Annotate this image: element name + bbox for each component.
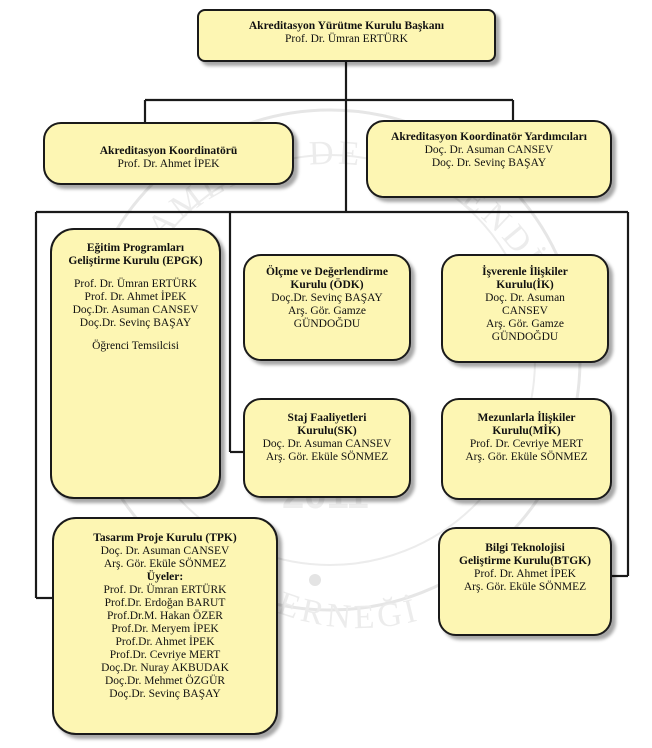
tpk-members-label: Üyeler: [146, 571, 184, 583]
epgk-member: Prof. Dr. Ahmet İPEK [84, 291, 187, 303]
epgk-member: Prof. Dr. Ümran ERTÜRK [74, 278, 197, 290]
mik-box: Mezunlarla İlişkiler Kurulu(MİK) Prof. D… [441, 398, 612, 500]
sk-title: Kurulu(SK) [297, 425, 357, 437]
epgk-box: Eğitim Programları Geliştirme Kurulu (EP… [50, 228, 221, 499]
epgk-member: Doç.Dr. Sevinç BAŞAY [79, 317, 192, 329]
btgk-member: Arş. Gör. Ekülе SÖNMEZ [463, 581, 587, 593]
epgk-student-rep: Öğrenci Temsilcisi [92, 340, 179, 352]
mik-title: Kurulu(MİK) [492, 425, 561, 437]
epgk-title: Eğitim Programları [86, 242, 185, 254]
odk-member: Arş. Gör. Gamze [288, 305, 366, 317]
odk-member: GÜNDOĞDU [293, 318, 361, 330]
btgk-box: Bilgi Teknolojisi Geliştirme Kurulu(BTGK… [438, 527, 612, 636]
btgk-title: Geliştirme Kurulu(BTGK) [459, 555, 591, 567]
sk-title: Staj Faaliyetleri [287, 412, 367, 424]
odk-box: Ölçme ve Değerlendirme Kurulu (ÖDK) Doç.… [243, 254, 411, 361]
tpk-other-member: Prof.Dr. Ahmet İPEK [115, 636, 215, 648]
tpk-member: Arş. Gör. Ekülе SÖNMEZ [103, 558, 227, 570]
tpk-box: Tasarım Proje Kurulu (TPK) Doç. Dr. Asum… [52, 517, 278, 735]
epgk-member: Doç.Dr. Asuman CANSEV [72, 304, 199, 316]
ik-member: CANSEV [501, 305, 548, 317]
assistant-coordinators-box: Akreditasyon Koordinatör Yardımcıları Do… [366, 120, 612, 198]
odk-title: Kurulu (ÖDK) [290, 279, 364, 291]
assistant-member: Doç. Dr. Asuman CANSEV [424, 144, 554, 156]
coordinator-member: Prof. Dr. Ahmet İPEK [117, 158, 220, 170]
tpk-other-member: Prof.Dr. Cevriye MERT [109, 649, 221, 661]
tpk-other-member: Prof.Dr. Erdoğan BARUT [104, 597, 226, 609]
btgk-member: Prof. Dr. Ahmet İPEK [474, 568, 576, 580]
tpk-member: Doç. Dr. Asuman CANSEV [100, 545, 230, 557]
ik-member: Arş. Gör. Gamze [486, 318, 564, 330]
mik-member: Arş. Gör. Ekülе SÖNMEZ [465, 451, 588, 463]
mik-title: Mezunlarla İlişkiler [477, 412, 576, 424]
tpk-other-member: Doç.Dr. Mehmet ÖZGÜR [104, 675, 226, 687]
odk-title: Ölçme ve Değerlendirme [266, 266, 388, 278]
tpk-other-member: Doç.Dr. Sevinç BAŞAY [109, 688, 221, 700]
tpk-other-member: Doç.Dr. Nuray AKBUDAK [101, 662, 229, 674]
mik-member: Prof. Dr. Cevriye MERT [469, 438, 584, 450]
tpk-other-member: Prof. Dr. Ümran ERTÜRK [103, 584, 227, 596]
board-chair-box: Akreditasyon Yürütme Kurulu Başkanı Prof… [197, 9, 496, 62]
epgk-title: Geliştirme Kurulu (EPGK) [68, 255, 203, 267]
assistant-member: Doç. Dr. Sevinç BAŞAY [431, 157, 547, 169]
board-chair-member: Prof. Dr. Ümran ERTÜRK [285, 33, 408, 45]
tpk-title: Tasarım Proje Kurulu (TPK) [93, 532, 237, 544]
ik-box: İşverenle İlişkiler Kurulu(İK) Doç. Dr. … [441, 254, 609, 363]
odk-member: Doç.Dr. Sevinç BAŞAY [271, 292, 383, 304]
tpk-other-member: Prof.Dr.M. Hakan ÖZER [107, 610, 223, 622]
board-chair-title: Akreditasyon Yürütme Kurulu Başkanı [248, 20, 445, 32]
ik-member: GÜNDOĞDU [491, 331, 559, 343]
coordinator-box: Akreditasyon Koordinatörü Prof. Dr. Ahme… [43, 122, 294, 185]
sk-box: Staj Faaliyetleri Kurulu(SK) Doç. Dr. As… [243, 398, 411, 498]
coordinator-title: Akreditasyon Koordinatörü [99, 145, 238, 157]
assistant-title: Akreditasyon Koordinatör Yardımcıları [391, 131, 587, 143]
sk-member: Doç. Dr. Asuman CANSEV [262, 438, 392, 450]
tpk-other-member: Prof.Dr. Meryem İPEK [111, 623, 219, 635]
btgk-title: Bilgi Teknolojisi [485, 542, 565, 554]
ik-member: Doç. Dr. Asuman [485, 292, 565, 304]
ik-title: İşverenle İlişkiler [482, 266, 568, 278]
sk-member: Arş. Gör. Ekülе SÖNMEZ [265, 451, 389, 463]
ik-title: Kurulu(İK) [496, 279, 554, 291]
